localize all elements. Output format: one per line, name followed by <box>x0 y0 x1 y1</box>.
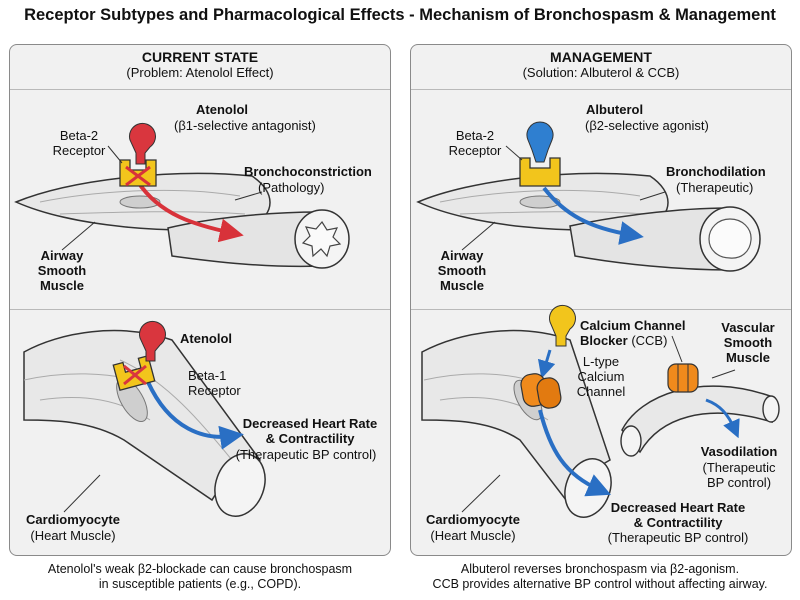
vascular-smooth-muscle-label: Vascular Smooth Muscle <box>710 320 786 365</box>
cardiomyocyte-label: Cardiomyocyte <box>26 512 120 527</box>
effect-line: & Contractility <box>265 431 355 446</box>
l-type-calcium-channel-icon <box>520 373 562 409</box>
airway-smooth-muscle-label: Airway Smooth Muscle <box>30 248 94 293</box>
heart-muscle-label: (Heart Muscle) <box>30 528 116 543</box>
cardiomyocyte-illustration <box>23 329 266 517</box>
albuterol-label: Albuterol <box>586 102 644 117</box>
management-heading: MANAGEMENT <box>550 49 652 65</box>
cardiomyocyte-label: Cardiomyocyte <box>426 512 520 527</box>
channel-line: Calcium <box>577 369 625 384</box>
albuterol-description: (β2-selective agonist) <box>585 118 709 133</box>
tissue-line: Muscle <box>439 278 485 293</box>
management-subheading: (Solution: Albuterol & CCB) <box>522 65 680 80</box>
current-state-heading: CURRENT STATE <box>141 49 259 65</box>
receptor-line: Receptor <box>448 143 502 158</box>
channel-line: L-type <box>582 354 620 369</box>
vaso-line: (Therapeutic <box>702 460 776 475</box>
effect-line: & Contractility <box>633 515 723 530</box>
atenolol-molecule-icon <box>129 122 156 165</box>
beta1-receptor-label: Beta-1 Receptor <box>188 368 241 398</box>
ccb-line: Blocker <box>580 333 628 348</box>
atenolol-description: (β1-selective antagonist) <box>174 118 316 133</box>
pathology-label: (Pathology) <box>258 180 325 195</box>
decreased-heart-rate-label: Decreased Heart Rate & Contractility <box>230 416 390 446</box>
therapeutic-bp-control-label: (Therapeutic BP control) <box>235 447 377 462</box>
channel-line: Channel <box>576 384 626 399</box>
heart-rate-effect-arrow <box>146 381 244 450</box>
vascular-line: Vascular <box>721 320 775 335</box>
caption-line: CCB provides alternative BP control with… <box>432 577 768 591</box>
beta2-receptor-activated <box>519 157 561 187</box>
heart-rate-effect-arrow <box>538 409 612 497</box>
effect-line: Decreased Heart Rate <box>610 500 746 515</box>
right-caption: Albuterol reverses bronchospasm via β2-a… <box>400 562 800 592</box>
vasodilation-arrow <box>705 398 740 439</box>
current-state-header: CURRENT STATE (Problem: Atenolol Effect) <box>10 49 390 81</box>
bronchoconstriction-arrow <box>136 180 244 243</box>
section-divider <box>10 309 390 310</box>
atenolol-label: Atenolol <box>180 331 232 346</box>
header-divider <box>10 89 390 90</box>
calcium-channel-blocker-label: Calcium Channel Blocker (CCB) <box>580 318 685 348</box>
left-caption: Atenolol's weak β2-blockade can cause br… <box>0 562 400 592</box>
decreased-heart-rate-label: Decreased Heart Rate & Contractility <box>598 500 758 530</box>
receptor-line: Beta-1 <box>188 368 227 383</box>
receptor-line: Beta-2 <box>455 128 495 143</box>
atenolol-molecule-icon <box>139 320 166 362</box>
receptor-line: Beta-2 <box>59 128 99 143</box>
vascular-line: Smooth <box>723 335 773 350</box>
receptor-line: Receptor <box>52 143 106 158</box>
therapeutic-bp-control-label: (Therapeutic BP control) <box>607 530 749 545</box>
beta2-receptor-label: Beta-2 Receptor <box>440 128 510 158</box>
caption-line: Albuterol reverses bronchospasm via β2-a… <box>460 562 740 576</box>
current-state-subheading: (Problem: Atenolol Effect) <box>126 65 274 80</box>
tissue-line: Muscle <box>39 278 85 293</box>
vascular-calcium-channel-icon <box>667 363 699 393</box>
caption-line: Atenolol's weak β2-blockade can cause br… <box>47 562 353 576</box>
ccb-binding-arrow <box>537 349 556 379</box>
l-type-calcium-channel-label: L-type Calcium Channel <box>566 354 636 399</box>
heart-muscle-label: (Heart Muscle) <box>430 528 516 543</box>
effect-line: Decreased Heart Rate <box>242 416 378 431</box>
bronchodilation-arrow <box>542 186 644 245</box>
calcium-channel-blocker-icon <box>549 304 576 347</box>
tissue-line: Airway <box>40 248 84 263</box>
vascular-smooth-muscle-illustration <box>620 385 780 457</box>
bronchodilation-label: Bronchodilation <box>666 164 766 179</box>
tissue-line: Smooth <box>37 263 87 278</box>
beta2-receptor-blocked <box>119 159 157 187</box>
therapeutic-label: (Therapeutic) <box>676 180 754 195</box>
airway-smooth-muscle-illustration <box>416 172 761 272</box>
page-title: Receptor Subtypes and Pharmacological Ef… <box>24 6 776 24</box>
albuterol-molecule-icon <box>526 121 554 163</box>
tissue-line: Airway <box>440 248 484 263</box>
receptor-line: Receptor <box>188 383 241 398</box>
bronchoconstriction-label: Bronchoconstriction <box>244 164 372 179</box>
airway-smooth-muscle-label: Airway Smooth Muscle <box>430 248 494 293</box>
caption-line: in susceptible patients (e.g., COPD). <box>98 577 302 591</box>
beta2-receptor-label: Beta-2 Receptor <box>44 128 114 158</box>
vascular-line: Muscle <box>725 350 771 365</box>
vaso-line: BP control) <box>706 475 772 490</box>
beta1-receptor-blocked <box>112 354 156 392</box>
vasodilation-label: Vasodilation <box>700 444 778 459</box>
header-divider <box>411 89 791 90</box>
tissue-line: Smooth <box>437 263 487 278</box>
management-header: MANAGEMENT (Solution: Albuterol & CCB) <box>411 49 791 81</box>
section-divider <box>411 309 791 310</box>
ccb-line: Calcium Channel <box>580 318 686 333</box>
atenolol-label: Atenolol <box>196 102 248 117</box>
vasodilation-description: (Therapeutic BP control) <box>696 460 782 490</box>
ccb-line: (CCB) <box>627 333 668 348</box>
